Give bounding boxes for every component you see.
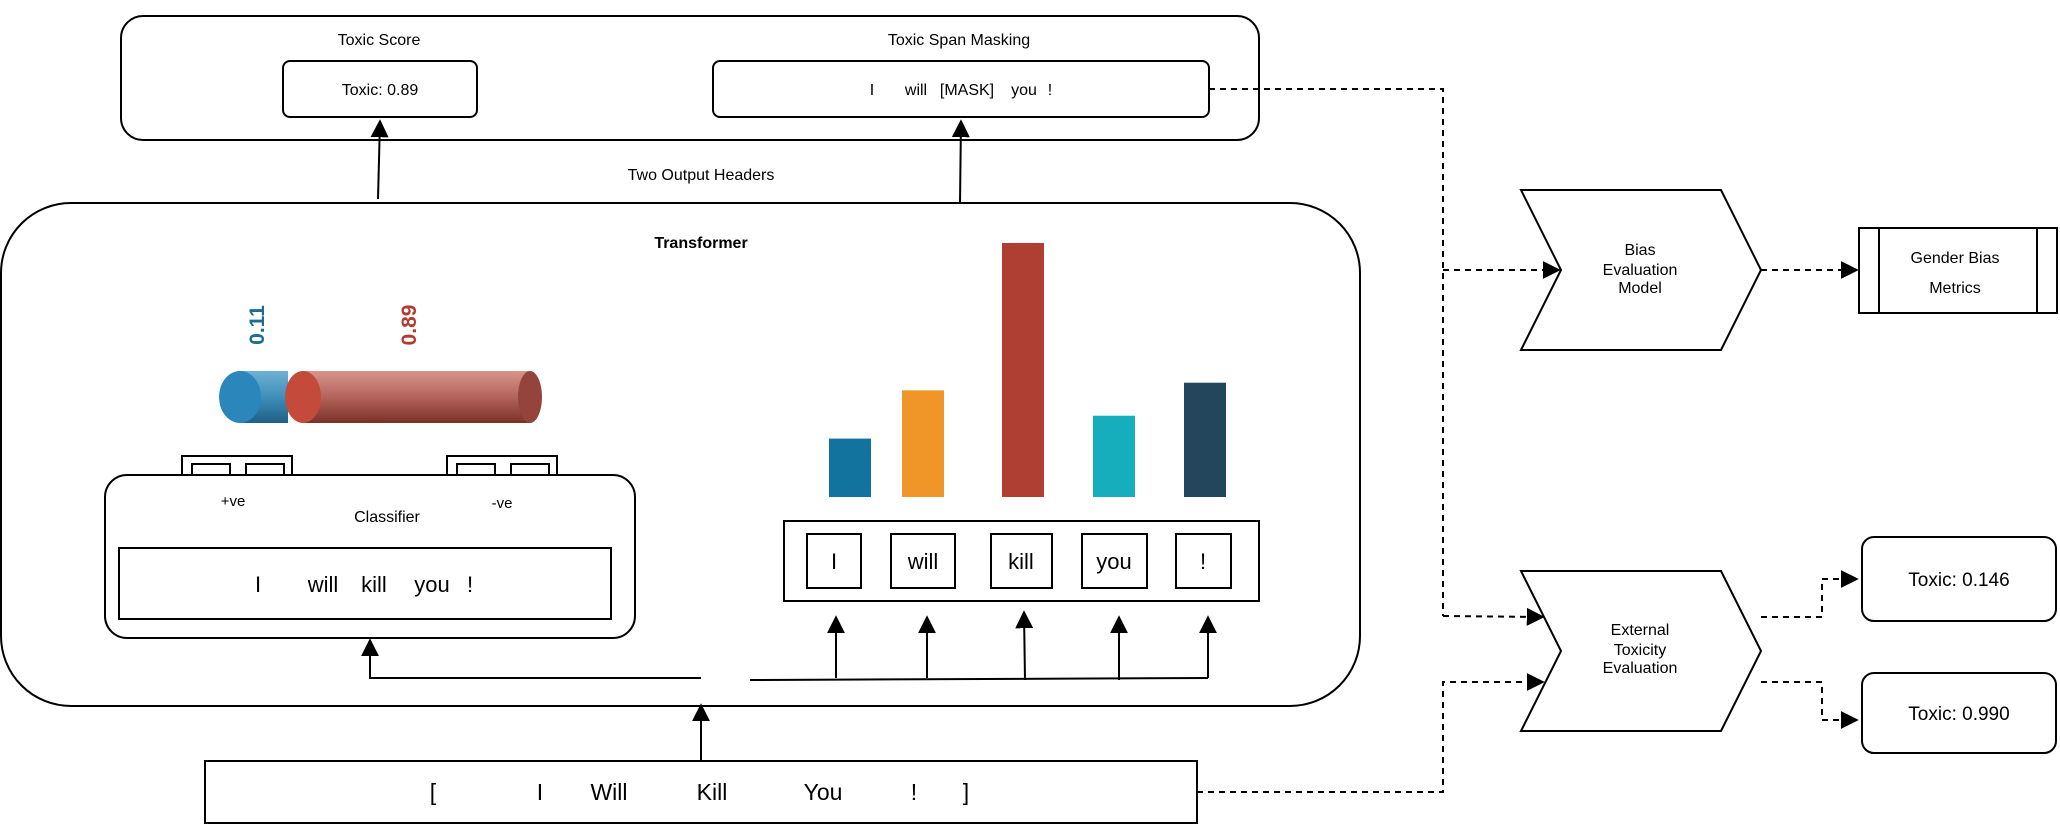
transformer-title: Transformer	[654, 235, 747, 252]
internal-connectors	[361, 610, 1217, 681]
masking-token: [MASK]	[940, 82, 994, 99]
classifier-token: I	[255, 572, 261, 597]
classifier-token: kill	[361, 572, 387, 597]
classifier-token: will	[307, 572, 339, 597]
gender-bias-line: Metrics	[1929, 280, 1981, 297]
result-first-value: Toxic: 0.146	[1908, 570, 2009, 591]
positive-score-label: 0.11	[246, 305, 269, 345]
toxic-score-value: Toxic: 0.89	[342, 82, 419, 99]
two-output-headers-label: Two Output Headers	[628, 167, 775, 184]
input-open-bracket: [	[430, 779, 437, 805]
probability-cylinders	[219, 371, 542, 423]
attention-token-box	[890, 533, 956, 589]
bias-model-line: Bias	[1624, 242, 1655, 259]
negative-label: -ve	[492, 495, 513, 512]
masking-token: I	[870, 82, 874, 99]
input-sentence-box: [ I Will Kill You ! ]	[204, 760, 1198, 824]
input-close-bracket: ]	[963, 779, 969, 805]
output-header-panel: Toxic Score Toxic: 0.89 Toxic Span Maski…	[120, 15, 1260, 141]
attention-bar	[1184, 382, 1226, 497]
result-box-second	[1861, 672, 2057, 754]
input-token: You	[804, 779, 843, 805]
attention-token-box	[990, 533, 1053, 589]
external-eval-line: External	[1611, 622, 1670, 639]
attention-token: you	[1096, 549, 1131, 574]
external-eval-line: Evaluation	[1603, 660, 1678, 677]
input-token: !	[911, 779, 917, 805]
attention-token: !	[1200, 549, 1206, 574]
attention-token-box	[1175, 533, 1232, 589]
result-box-first	[1861, 536, 2057, 622]
negative-cylinder-body	[303, 371, 530, 423]
positive-label: +ve	[221, 493, 246, 510]
classifier-connector-port	[245, 463, 285, 476]
arrow-to-masking	[951, 119, 970, 204]
input-token: Kill	[697, 779, 728, 805]
attention-bar	[1002, 243, 1044, 497]
positive-cylinder-cap	[219, 371, 261, 423]
attention-token: kill	[1008, 549, 1034, 574]
classifier-connector-port	[510, 463, 550, 476]
gender-bias-metrics: Gender Bias Metrics	[1858, 227, 2058, 314]
classifier-token: you	[414, 572, 449, 597]
negative-score-label: 0.89	[398, 305, 421, 346]
input-token: Will	[590, 779, 627, 805]
attention-bar	[902, 390, 944, 497]
dashed-connectors	[1197, 88, 1859, 793]
arrow-to-toxic-score	[370, 119, 389, 200]
classifier-sentence-box	[118, 547, 612, 620]
bias-model-line: Evaluation	[1603, 262, 1678, 279]
toxic-score-title: Toxic Score	[338, 32, 421, 49]
bias-evaluation-model: Bias Evaluation Model	[1519, 189, 1763, 351]
attention-token: will	[907, 549, 939, 574]
attention-token-box	[1081, 533, 1148, 589]
external-eval-line: Toxicity	[1614, 642, 1666, 659]
external-toxicity-evaluation: External Toxicity Evaluation	[1519, 570, 1763, 732]
classifier-connector-port	[191, 463, 231, 476]
classifier-token: !	[467, 572, 473, 597]
masking-token: you	[1011, 82, 1037, 99]
attention-bar	[1093, 415, 1135, 497]
attention-bar	[829, 438, 871, 497]
result-second-value: Toxic: 0.990	[1908, 704, 2009, 725]
gender-bias-line: Gender Bias	[1911, 250, 2000, 267]
classifier-label: Classifier	[354, 509, 420, 526]
classifier-connector-port	[456, 463, 496, 476]
toxic-span-masking-title: Toxic Span Masking	[888, 32, 1030, 49]
negative-cylinder-end	[518, 371, 542, 423]
bias-model-line: Model	[1618, 280, 1662, 297]
input-token: I	[537, 779, 543, 805]
negative-cylinder-cap	[285, 371, 321, 423]
toxic-score-box	[282, 60, 478, 118]
attention-token: I	[831, 549, 837, 574]
transformer-panel: Transformer 0.11 0.89 +ve -ve Classifier…	[0, 202, 1361, 707]
masking-token: !	[1048, 82, 1052, 99]
attention-bars	[829, 243, 1226, 497]
attention-token-box	[806, 533, 862, 589]
masking-token: will	[904, 82, 927, 99]
